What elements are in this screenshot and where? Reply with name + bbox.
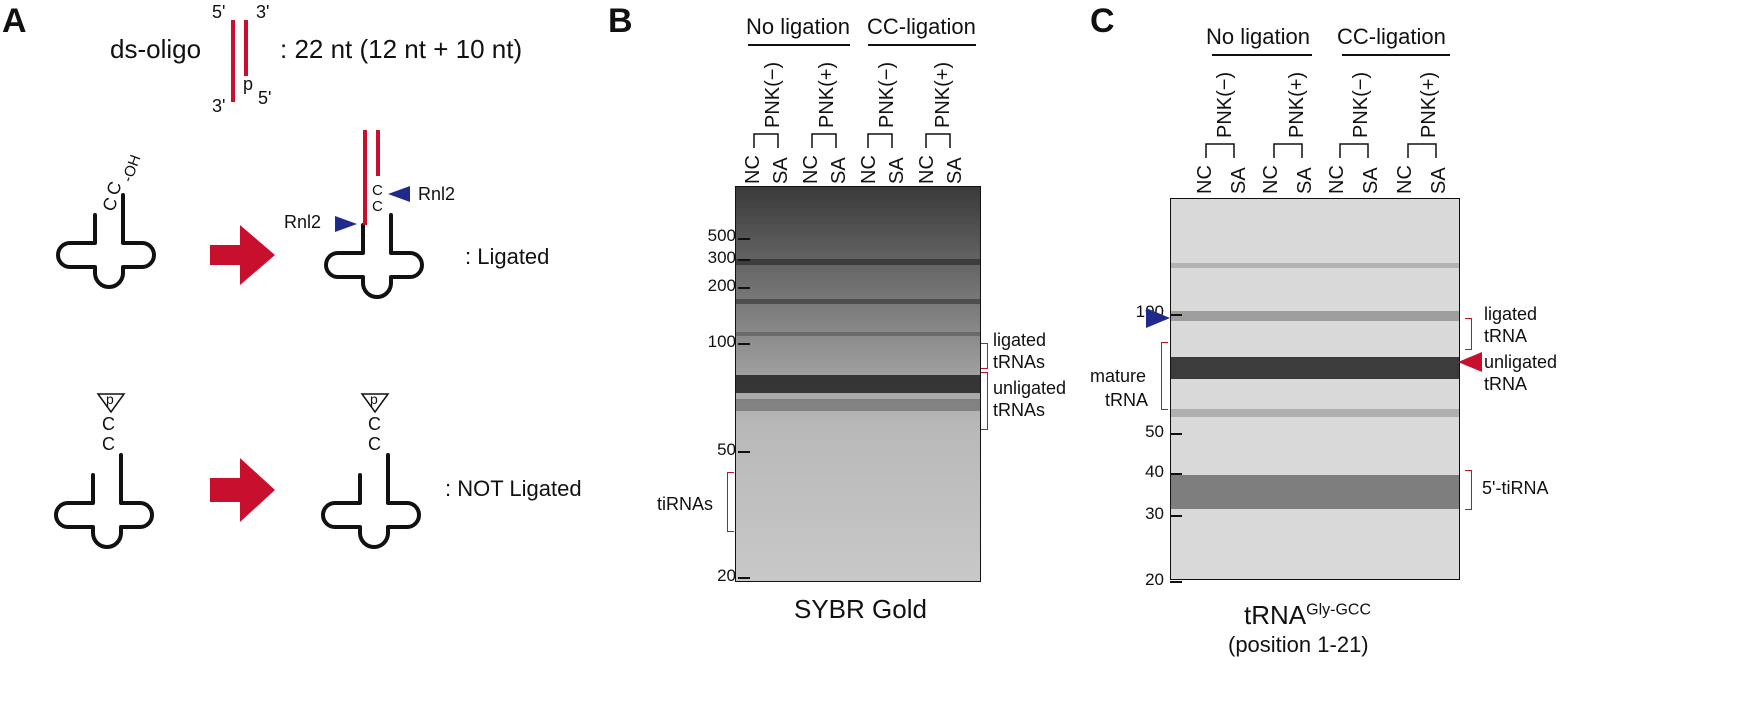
panel-c-letter: C	[1090, 2, 1115, 40]
not-ligated-label: : NOT Ligated	[445, 476, 582, 501]
c-marker-40: 40	[1145, 462, 1164, 481]
c-lane8-sa: SA	[1428, 167, 1450, 194]
b-label-unligated: unligated	[993, 378, 1067, 398]
c-caption-main: tRNA	[1244, 600, 1307, 630]
b-pnk-brackets	[753, 133, 951, 148]
b-marker-50: 50	[717, 440, 736, 459]
b-pnk-minus-2: PNK(−)	[876, 61, 898, 128]
c-mature-bracket	[1161, 342, 1168, 410]
c-pnk-plus-2: PNK(+)	[1418, 71, 1440, 138]
b-group-cc-ligation-line	[868, 44, 976, 46]
c-arrowheads	[1146, 308, 1482, 372]
b-caption: SYBR Gold	[794, 594, 927, 624]
b-label-tirnas: tiRNAs	[657, 494, 714, 514]
c-pnk-minus-2: PNK(−)	[1350, 71, 1372, 138]
c-label-unligated-trna: tRNA	[1484, 374, 1528, 394]
c-pnk-brackets	[1205, 143, 1437, 158]
ligated-label: : Ligated	[465, 244, 550, 269]
c-ligated-bracket	[1465, 318, 1472, 350]
c-group-no-ligation-line	[1212, 54, 1312, 56]
oligo-3prime-top: 3'	[256, 2, 270, 22]
oligo-5prime-bottom: 5'	[258, 88, 272, 108]
b-lane8-sa: SA	[944, 157, 966, 184]
b-ligated-bracket	[981, 343, 988, 369]
c-marker-20: 20	[1145, 570, 1164, 589]
b-pnk-plus-1: PNK(+)	[816, 61, 838, 128]
c-label-ligated: ligated	[1484, 304, 1538, 324]
c-lane6-sa: SA	[1360, 167, 1382, 194]
c-marker-50: 50	[1145, 422, 1164, 441]
c-tirna-bracket	[1465, 470, 1472, 510]
rnl2-right-label: Rnl2	[418, 184, 456, 204]
c-caption-subtitle: (position 1-21)	[1228, 632, 1369, 657]
b-marker-300: 300	[707, 248, 736, 267]
tRNA3-c1: C	[102, 414, 115, 434]
oligo-phosphate: p	[243, 74, 254, 94]
c-label-mature: mature	[1090, 366, 1147, 386]
b-group-no-ligation: No ligation	[746, 14, 850, 39]
b-group-no-ligation-line	[748, 44, 850, 46]
b-group-cc-ligation: CC-ligation	[867, 14, 976, 39]
b-lane7-nc: NC	[916, 155, 938, 184]
b-unligated-bracket	[981, 372, 988, 430]
c-lane2-sa: SA	[1228, 167, 1250, 194]
c-label-5prime-tirna: 5'-tiRNA	[1482, 478, 1549, 498]
b-tirnas-bracket	[727, 472, 734, 532]
c-lane4-sa: SA	[1294, 167, 1316, 194]
c-label-ligated-trna: tRNA	[1484, 326, 1528, 346]
rnl2-left-label: Rnl2	[284, 212, 322, 232]
panel-b-letter: B	[608, 2, 633, 40]
c-group-cc-ligation: CC-ligation	[1337, 24, 1446, 49]
c-group-no-ligation: No ligation	[1206, 24, 1310, 49]
c-label-mature-trna: tRNA	[1105, 390, 1149, 410]
panel-a-diagram	[54, 20, 424, 549]
c-lane5-nc: NC	[1326, 165, 1348, 194]
c-caption: tRNAGly-GCC	[1244, 600, 1371, 631]
tRNA3-p: p	[106, 391, 114, 407]
tRNA4-c1: C	[368, 414, 381, 434]
c-marker-30: 30	[1145, 504, 1164, 523]
oligo-description: : 22 nt (12 nt + 10 nt)	[280, 34, 523, 64]
c-gel-image	[1170, 198, 1460, 580]
b-lane4-sa: SA	[828, 157, 850, 184]
b-label-ligated-trnas: tRNAs	[993, 352, 1046, 372]
c-label-unligated: unligated	[1484, 352, 1558, 372]
b-marker-200: 200	[707, 276, 736, 295]
b-gel-image	[735, 186, 981, 582]
tRNA4-c2: C	[368, 434, 381, 454]
b-lane5-nc: NC	[858, 155, 880, 184]
b-lane2-sa: SA	[770, 157, 792, 184]
c-pnk-minus-1: PNK(−)	[1214, 71, 1236, 138]
b-lane6-sa: SA	[886, 157, 908, 184]
b-lane1-nc: NC	[742, 155, 764, 184]
b-pnk-plus-2: PNK(+)	[932, 61, 954, 128]
c-group-cc-ligation-line	[1342, 54, 1450, 56]
oligo-label: ds-oligo	[110, 34, 202, 64]
oligo-3prime-bottom: 3'	[212, 96, 226, 116]
tRNA2-c1: C	[372, 198, 383, 215]
b-label-ligated: ligated	[993, 330, 1047, 350]
b-marker-100: 100	[707, 332, 736, 351]
panel-a-letter: A	[2, 2, 27, 40]
tRNA4-p: p	[370, 391, 378, 407]
c-lane1-nc: NC	[1194, 165, 1216, 194]
oligo-5prime-top: 5'	[212, 2, 226, 22]
tRNA2-c2: C	[372, 182, 383, 199]
b-lane3-nc: NC	[800, 155, 822, 184]
c-lane7-nc: NC	[1394, 165, 1416, 194]
c-pnk-plus-1: PNK(+)	[1286, 71, 1308, 138]
b-pnk-minus-1: PNK(−)	[762, 61, 784, 128]
c-caption-superscript: Gly-GCC	[1306, 601, 1372, 619]
c-lane3-nc: NC	[1260, 165, 1282, 194]
b-label-unligated-trnas: tRNAs	[993, 400, 1046, 420]
b-marker-20: 20	[717, 566, 736, 585]
tRNA3-c2: C	[102, 434, 115, 454]
b-marker-500: 500	[707, 226, 736, 245]
